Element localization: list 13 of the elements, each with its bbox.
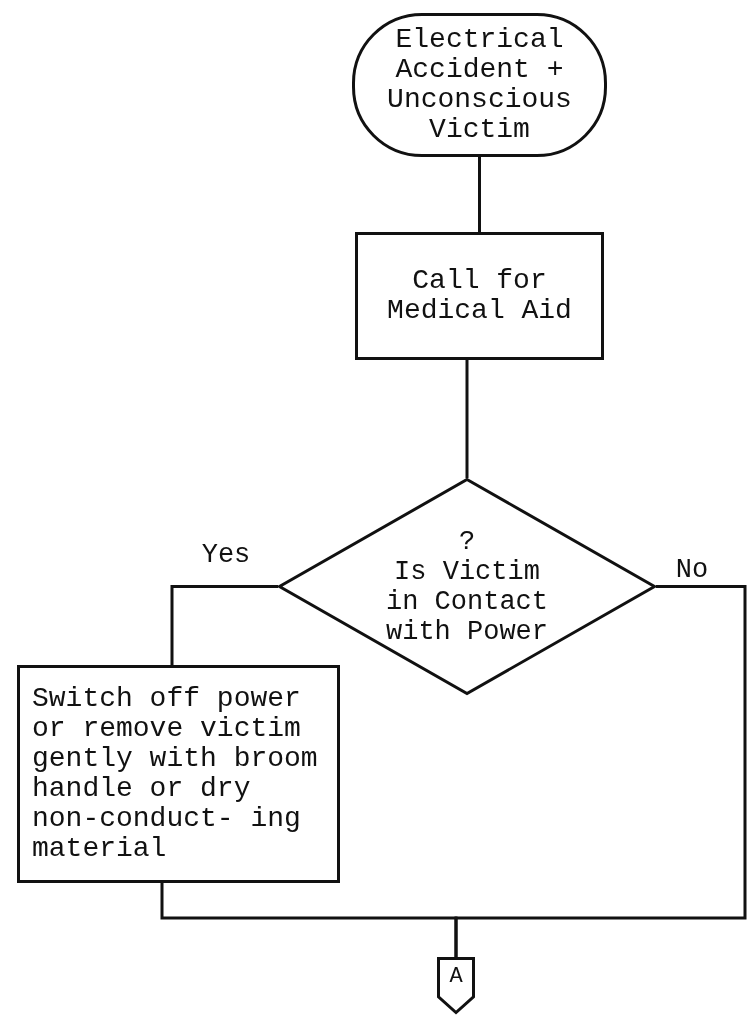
off-page-connector <box>437 957 475 1014</box>
node-text: Switch off power or remove victim gently with broom handle or dry non-conduct- ing material <box>32 684 319 864</box>
question-mark: ? <box>458 526 476 557</box>
connector-line <box>478 157 481 232</box>
node-text: Call for Medical Aid <box>386 266 573 326</box>
node-text: Is Victim in Contact with Power <box>385 556 549 647</box>
process-box <box>355 232 604 360</box>
connector-line <box>465 360 469 478</box>
node-text: Electrical Accident + Unconscious Victim <box>386 25 573 145</box>
connector-letter: A <box>449 963 463 989</box>
connector-line <box>160 883 458 957</box>
connector-line <box>170 585 278 665</box>
process-box <box>17 665 340 883</box>
